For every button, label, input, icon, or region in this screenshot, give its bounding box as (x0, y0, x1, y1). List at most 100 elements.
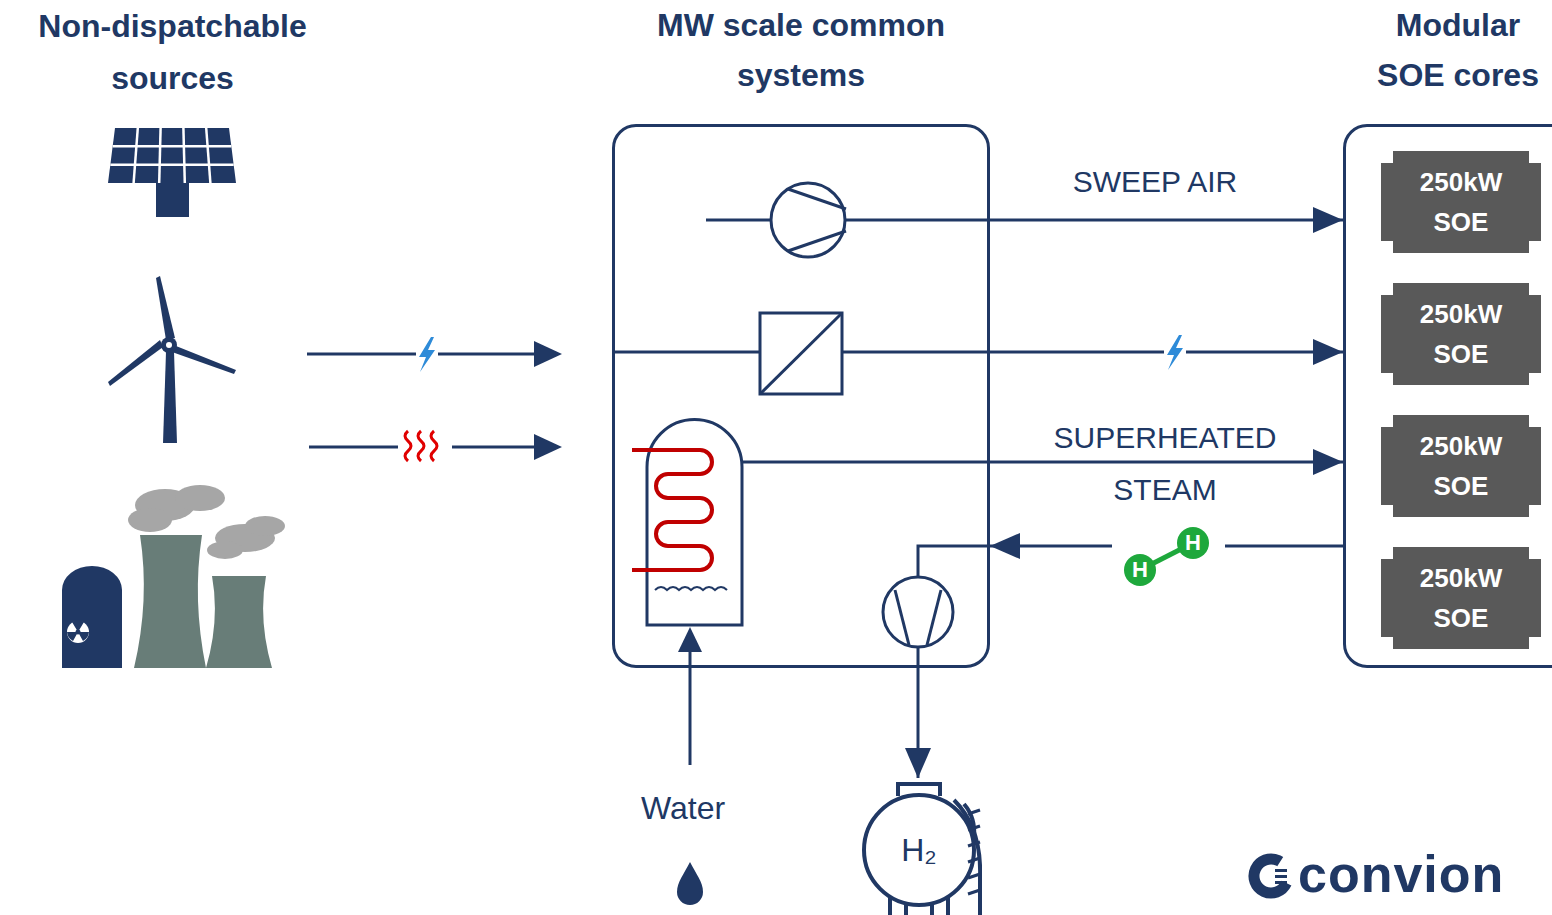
column-heading: Modular SOE cores (1363, 0, 1552, 100)
hydrogen-tank: H₂ (856, 778, 982, 915)
nuclear-plant (207, 541, 243, 559)
wind-turbine (108, 276, 236, 443)
module-outline (1381, 283, 1541, 385)
heat-symbol (405, 431, 437, 461)
hydrogen-symbol: HH (1112, 522, 1225, 592)
module-label: 250kW SOE (1406, 162, 1516, 242)
steam-generator (742, 461, 990, 464)
steam-generator (678, 627, 702, 652)
tank-outline (968, 826, 980, 830)
lightning-symbol (1164, 334, 1186, 370)
wind-turbine (161, 337, 177, 353)
logo-text: convion (1298, 842, 1548, 906)
tank-outline (968, 810, 980, 814)
hydrogen-compressor (883, 546, 990, 668)
flow-arrow (917, 668, 920, 778)
power-converter (612, 351, 760, 354)
wind-turbine (156, 276, 175, 340)
wind-turbine (163, 352, 177, 443)
nuclear-plant (128, 508, 172, 532)
lightning-symbol (1167, 335, 1183, 370)
solar-panel (108, 128, 236, 183)
hydrogen-compressor (917, 647, 920, 668)
nuclear-plant (62, 485, 285, 668)
lightning-symbol (419, 337, 435, 372)
steam-generator (632, 450, 712, 570)
compressor (788, 231, 846, 251)
column-heading: Non-dispatchable sources (0, 0, 345, 104)
flow-arrow (990, 219, 1343, 222)
compressor (788, 189, 846, 209)
soe-module: 250kW SOE (1381, 547, 1541, 649)
power-converter (760, 313, 842, 394)
logo-mark (1275, 869, 1287, 872)
soe-module: 250kW SOE (1381, 283, 1541, 385)
steam-generator (677, 862, 703, 905)
module-label: 250kW SOE (1406, 558, 1516, 638)
steam-generator (632, 420, 990, 906)
module-label: 250kW SOE (1406, 294, 1516, 374)
module-outline (1381, 415, 1541, 517)
tank-label: H₂ (869, 832, 969, 868)
wind-turbine (108, 340, 163, 386)
hydrogen-compressor (927, 590, 941, 645)
hydrogen-compressor (895, 590, 909, 645)
nuclear-plant (175, 485, 225, 511)
solar-panel (108, 128, 236, 217)
module-outline (1381, 151, 1541, 253)
tank-outline (968, 874, 980, 878)
module-outline (1381, 547, 1541, 649)
input-arrows (534, 341, 562, 367)
hydrogen-compressor (918, 546, 990, 577)
compressor (706, 183, 990, 257)
tank-outline (968, 810, 980, 894)
power-converter (612, 313, 990, 394)
soe-module: 250kW SOE (1381, 415, 1541, 517)
module-outline (1381, 283, 1541, 385)
logo-mark (1248, 853, 1293, 898)
tank-outline (864, 795, 974, 905)
input-label: Water (628, 788, 738, 828)
lightning-symbol (416, 336, 438, 372)
soe-module: 250kW SOE (1381, 151, 1541, 253)
logo-mark (1275, 875, 1287, 878)
module-outline (1381, 547, 1541, 649)
solar-panel (156, 183, 189, 217)
system-box: 250kW SOE250kW SOE250kW SOE250kW SOEModu… (1343, 124, 1552, 668)
logo-mark (1275, 881, 1287, 884)
flow-label: SWEEP AIR (1025, 163, 1285, 201)
tank-outline (968, 858, 980, 862)
lightning-symbol (416, 334, 1186, 372)
power-converter (760, 313, 842, 394)
compressor (845, 219, 990, 222)
compressor (771, 183, 845, 257)
power-converter (842, 351, 990, 354)
wind-turbine (166, 342, 172, 348)
nuclear-plant (67, 621, 89, 643)
hydrogen-compressor (883, 577, 953, 647)
column-heading: MW scale common systems (621, 0, 981, 100)
module-label: 250kW SOE (1406, 426, 1516, 506)
tank-outline (968, 842, 980, 846)
solar-panel (183, 128, 184, 183)
steam-generator (655, 587, 727, 590)
solar-panel (113, 145, 232, 148)
compressor (706, 219, 771, 222)
nuclear-plant (134, 535, 206, 668)
heat-symbol (398, 428, 452, 466)
solar-panel (134, 128, 138, 183)
tank-outline (968, 890, 980, 894)
solar-panel (110, 128, 233, 183)
solar-panel (159, 128, 160, 183)
atom-label: H (1124, 554, 1156, 586)
solar-panel (206, 128, 210, 183)
module-outline (1381, 151, 1541, 253)
flow-arrow (990, 461, 1343, 464)
module-outline (1381, 415, 1541, 517)
atom-label: H (1177, 527, 1209, 559)
tank-outline (864, 784, 980, 915)
